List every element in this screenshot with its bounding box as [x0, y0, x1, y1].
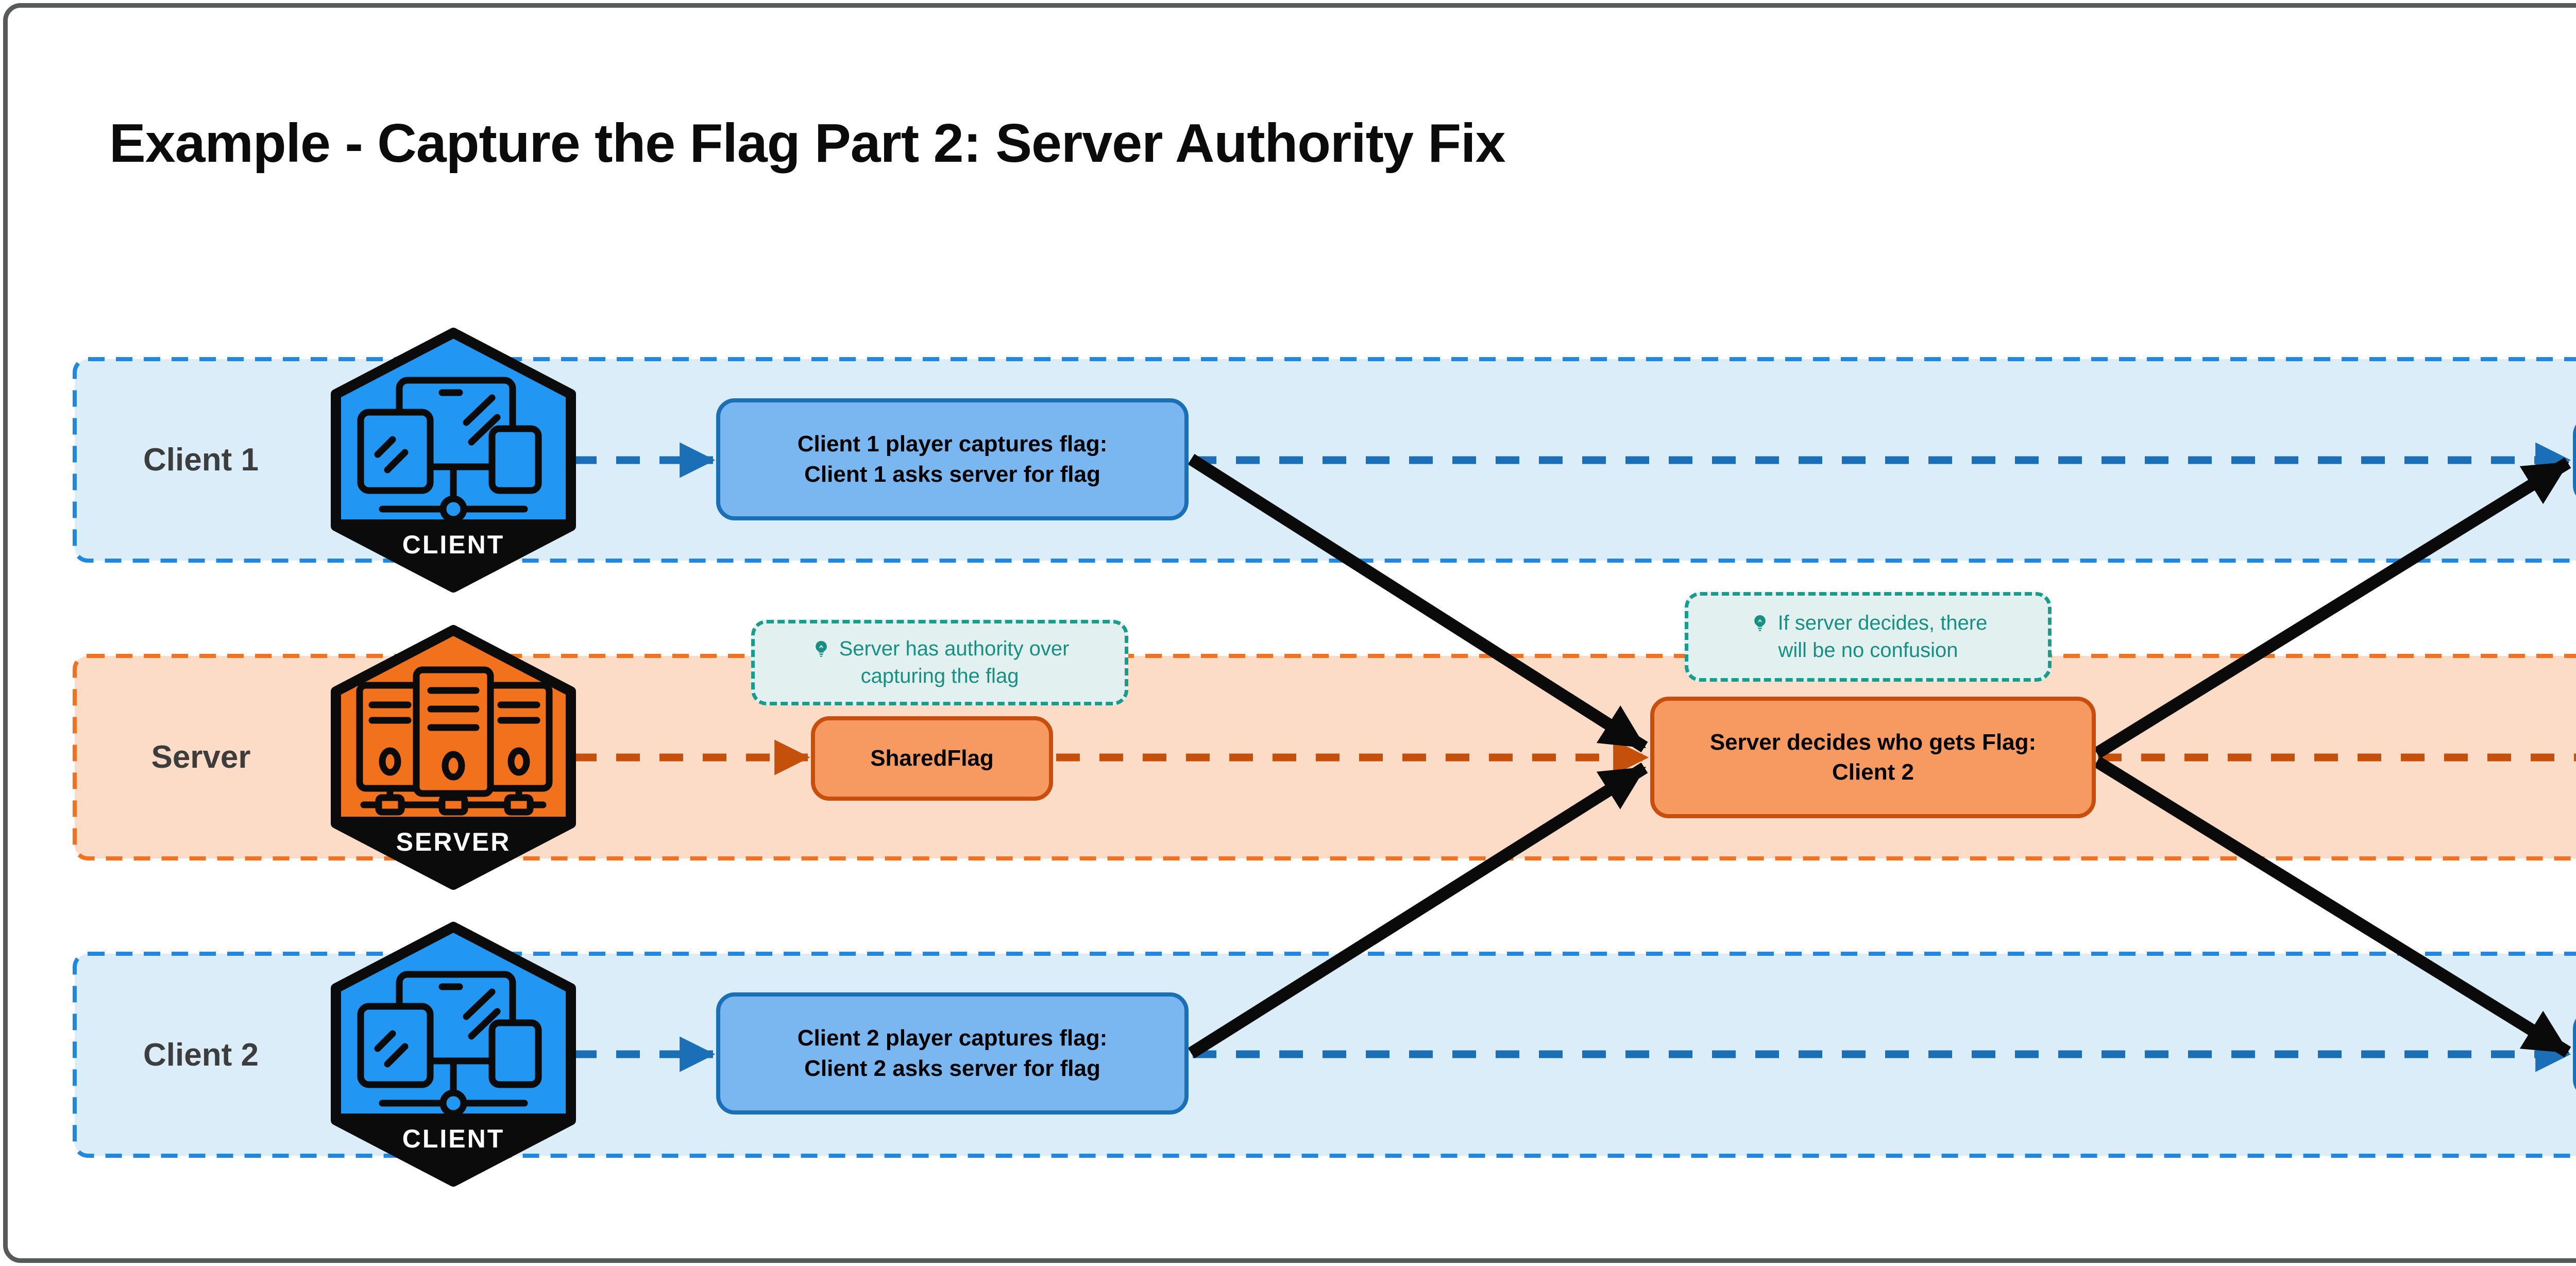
authority-note-line1: Server has authority over — [839, 637, 1070, 661]
server-decision-box: Server decides who gets Flag: Client 2 — [1650, 697, 2096, 818]
arrow-server-to-client2 — [2093, 756, 2571, 1058]
shared-flag-box: SharedFlag — [811, 716, 1053, 801]
server-badge-caption: SERVER — [396, 828, 511, 856]
server-racks-icon — [356, 666, 553, 816]
lane-label-server: Server — [151, 739, 251, 775]
lane-flow-lines — [573, 442, 2576, 1072]
lane-label-client2: Client 2 — [143, 1037, 259, 1073]
authority-note: Server has authority over capturing the … — [751, 620, 1128, 705]
client-devices-icon — [357, 377, 542, 523]
client2-badge-caption: CLIENT — [402, 1124, 505, 1153]
shared-flag-label: SharedFlag — [870, 745, 994, 771]
no-confusion-note-line2: will be no confusion — [1778, 639, 1958, 662]
client1-hexagon-badge — [331, 328, 576, 593]
client1-badge-band — [336, 519, 571, 587]
client2-result-box: Client 2 gets flag — [2573, 1010, 2576, 1098]
client1-action-line2: Client 1 asks server for flag — [804, 461, 1100, 487]
server-decision-line1: Server decides who gets Flag: — [1709, 729, 2037, 755]
arrow-client2-to-server — [1188, 762, 1648, 1059]
client1-action-line1: Client 1 player captures flag: — [797, 431, 1108, 457]
client2-action-line2: Client 2 asks server for flag — [804, 1055, 1100, 1081]
server-decision-line2: Client 2 — [1832, 759, 1914, 785]
client2-hexagon-badge — [331, 922, 576, 1187]
client2-action-line1: Client 2 player captures flag: — [797, 1025, 1108, 1051]
client2-action-box: Client 2 player captures flag: Client 2 … — [716, 992, 1189, 1115]
decision-arrows — [1188, 453, 2571, 1059]
lightbulb-icon — [1754, 615, 1766, 631]
arrow-server-to-client1 — [2093, 457, 2571, 759]
server-hexagon-badge — [331, 625, 576, 890]
page-title: Example - Capture the Flag Part 2: Serve… — [109, 113, 1506, 174]
authority-note-line2: capturing the flag — [860, 665, 1019, 687]
server-badge-band — [336, 817, 571, 885]
lane-label-client1: Client 1 — [143, 442, 259, 478]
client2-badge-band — [336, 1113, 571, 1181]
client1-action-box: Client 1 player captures flag: Client 1 … — [716, 398, 1189, 520]
client1-badge-caption: CLIENT — [402, 530, 505, 559]
client-devices-icon — [357, 971, 542, 1117]
no-confusion-note: If server decides, there will be no conf… — [1685, 592, 2052, 682]
lightbulb-icon — [815, 640, 827, 657]
client1-result-box: Client 2 gets flag — [2573, 416, 2576, 504]
arrow-client1-to-server — [1188, 453, 1648, 753]
no-confusion-note-line1: If server decides, there — [1777, 612, 1988, 635]
